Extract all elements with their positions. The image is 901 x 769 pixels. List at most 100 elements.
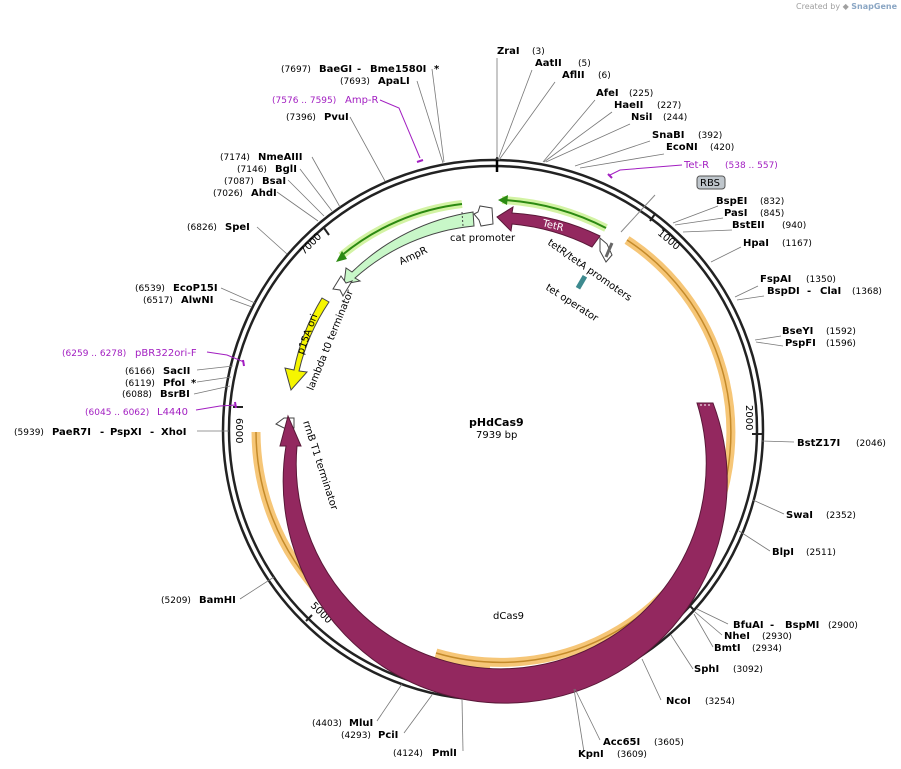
ruler-tick-7000 xyxy=(323,227,330,236)
snapgene-credit: Created by ◆ SnapGene xyxy=(796,2,897,11)
enzyme-fspai: FspAI xyxy=(760,274,791,285)
enzyme-bmti-pos: (2934) xyxy=(752,644,782,654)
dcas9-dash-2 xyxy=(431,619,435,636)
enzyme-bgli-pos: (7146) xyxy=(237,165,267,175)
enzyme-bspdi-pos: (1368) xyxy=(852,287,882,297)
enzyme-spei: SpeI xyxy=(225,222,250,233)
enzyme-apali-pos: (7693) xyxy=(340,77,370,87)
enzyme-mlui-pos: (4403) xyxy=(312,719,342,729)
enzyme-ahdi: AhdI xyxy=(251,188,277,199)
tetr-label: TetR xyxy=(540,218,564,234)
enzyme-afei-pos: (225) xyxy=(629,89,653,99)
enzyme-blpi-pos: (2511) xyxy=(806,548,836,558)
enzyme-haeii: HaeII xyxy=(614,100,643,111)
enzyme-hpai: HpaI xyxy=(743,238,769,249)
enzyme-bme1580i-star: * xyxy=(434,64,440,75)
enzyme-pcii-pos: (4293) xyxy=(341,731,371,741)
enzyme-pspxi: PspXI xyxy=(110,427,142,438)
enzyme-blpi: BlpI xyxy=(772,547,794,558)
enzyme-hpai-pos: (1167) xyxy=(782,239,812,249)
enzyme-nhei: NheI xyxy=(724,631,750,642)
enzyme-ecop15i: EcoP15I xyxy=(173,283,218,294)
enzyme-nhei-pos: (2930) xyxy=(762,632,792,642)
enzyme-bsteii-pos: (940) xyxy=(782,221,806,231)
enzyme-alwni-pos: (6517) xyxy=(143,296,173,306)
ruler-label-6000: 6000 xyxy=(233,418,244,443)
svg-text:-: - xyxy=(770,620,774,631)
enzyme-sphi: SphI xyxy=(694,664,719,675)
enzyme-alwni: AlwNI xyxy=(181,295,214,306)
enzyme-sphi-pos: (3092) xyxy=(733,665,763,675)
enzyme-bme1580i: Bme1580I xyxy=(370,64,426,75)
enzyme-bspei: BspEI xyxy=(716,196,747,207)
green-arrowhead-left xyxy=(336,251,347,262)
enzyme-paer7i: PaeR7I xyxy=(52,427,91,438)
ruler-tick-5000 xyxy=(305,614,313,622)
p15a-feature xyxy=(284,297,330,392)
enzyme-pcii: PciI xyxy=(378,730,398,741)
dcas9-label: dCas9 xyxy=(493,611,524,622)
primer-lines xyxy=(195,99,683,411)
enzyme-afliii: AflII xyxy=(562,70,585,81)
enzyme-ncoi: NcoI xyxy=(666,696,691,707)
enzyme-snabi: SnaBI xyxy=(652,130,684,141)
enzyme-pasi: PasI xyxy=(724,208,747,219)
primer-pbr-range: (6259 .. 6278) xyxy=(62,349,126,359)
enzyme-sacii: SacII xyxy=(163,366,190,377)
enzyme-bsai: BsaI xyxy=(262,176,286,187)
primer-ticks xyxy=(234,159,613,409)
primer-ampr-range: (7576 .. 7595) xyxy=(272,96,336,106)
enzyme-bgli: BglI xyxy=(275,164,297,175)
primer-l4440-range: (6045 .. 6062) xyxy=(85,408,149,418)
p15a-label: p15A ori xyxy=(295,313,320,356)
enzyme-econi-pos: (420) xyxy=(710,143,734,153)
enzyme-zrai: ZraI xyxy=(497,46,520,57)
enzyme-bsteii: BstEII xyxy=(732,220,765,231)
enzyme-nmeaiii-pos: (7174) xyxy=(220,153,250,163)
dcas9-feature xyxy=(279,402,728,704)
svg-text:-: - xyxy=(357,64,361,75)
enzyme-afliii-pos: (6) xyxy=(598,71,611,81)
credit-brand: SnapGene xyxy=(851,2,897,11)
enzyme-nsii: NsiI xyxy=(631,112,652,123)
enzyme-pmli: PmlI xyxy=(432,748,457,759)
ruler-label-2000: 2000 xyxy=(743,405,754,430)
tetr-feature xyxy=(496,205,601,248)
enzyme-pmli-pos: (4124) xyxy=(393,749,423,759)
enzyme-pfoi: PfoI xyxy=(163,378,185,389)
enzyme-kpni: KpnI xyxy=(578,749,604,760)
cat-promoter-label: cat promoter xyxy=(450,233,516,244)
enzyme-aatii: AatII xyxy=(535,58,562,69)
enzyme-pvui: PvuI xyxy=(324,112,349,123)
enzyme-acc65i-pos: (3605) xyxy=(654,738,684,748)
ampr-feature xyxy=(343,211,475,285)
enzyme-baegi-pos: (7697) xyxy=(281,65,311,75)
enzyme-bspei-pos: (832) xyxy=(760,197,784,207)
enzyme-bmti: BmtI xyxy=(714,643,741,654)
lambda-arrow xyxy=(332,275,354,298)
enzyme-ecop15i-pos: (6539) xyxy=(135,284,165,294)
rbs-pointer xyxy=(620,194,656,233)
rbs-box xyxy=(696,175,726,190)
enzyme-ncoi-pos: (3254) xyxy=(705,697,735,707)
primer-ampr-name: Amp-R xyxy=(345,95,379,106)
tet-promoters-arrow xyxy=(599,236,613,263)
plasmid-name: pHdCas9 xyxy=(469,416,524,429)
primer-tetr-name: Tet-R xyxy=(683,160,709,171)
enzyme-bseyi: BseYI xyxy=(782,326,813,337)
ruler-tick-1000 xyxy=(649,213,656,222)
enzyme-swai-pos: (2352) xyxy=(826,511,856,521)
enzyme-pasi-pos: (845) xyxy=(760,209,784,219)
enzyme-zrai-pos: (3) xyxy=(532,47,545,57)
snapgene-logo-icon: ◆ xyxy=(842,2,849,11)
enzyme-bsai-pos: (7087) xyxy=(224,177,254,187)
enzyme-swai: SwaI xyxy=(786,510,813,521)
enzyme-xhoi: XhoI xyxy=(161,427,186,438)
enzyme-paer7i-pos: (5939) xyxy=(14,428,44,438)
tet-operator-label: tet operator xyxy=(543,282,600,324)
enzyme-bsrbi: BsrBI xyxy=(160,389,190,400)
enzyme-baegi: BaeGI xyxy=(319,64,352,75)
enzyme-sacii-pos: (6166) xyxy=(125,367,155,377)
enzyme-nmeaiii: NmeAIII xyxy=(258,152,302,163)
ruler-label-7000: 7000 xyxy=(298,231,324,257)
